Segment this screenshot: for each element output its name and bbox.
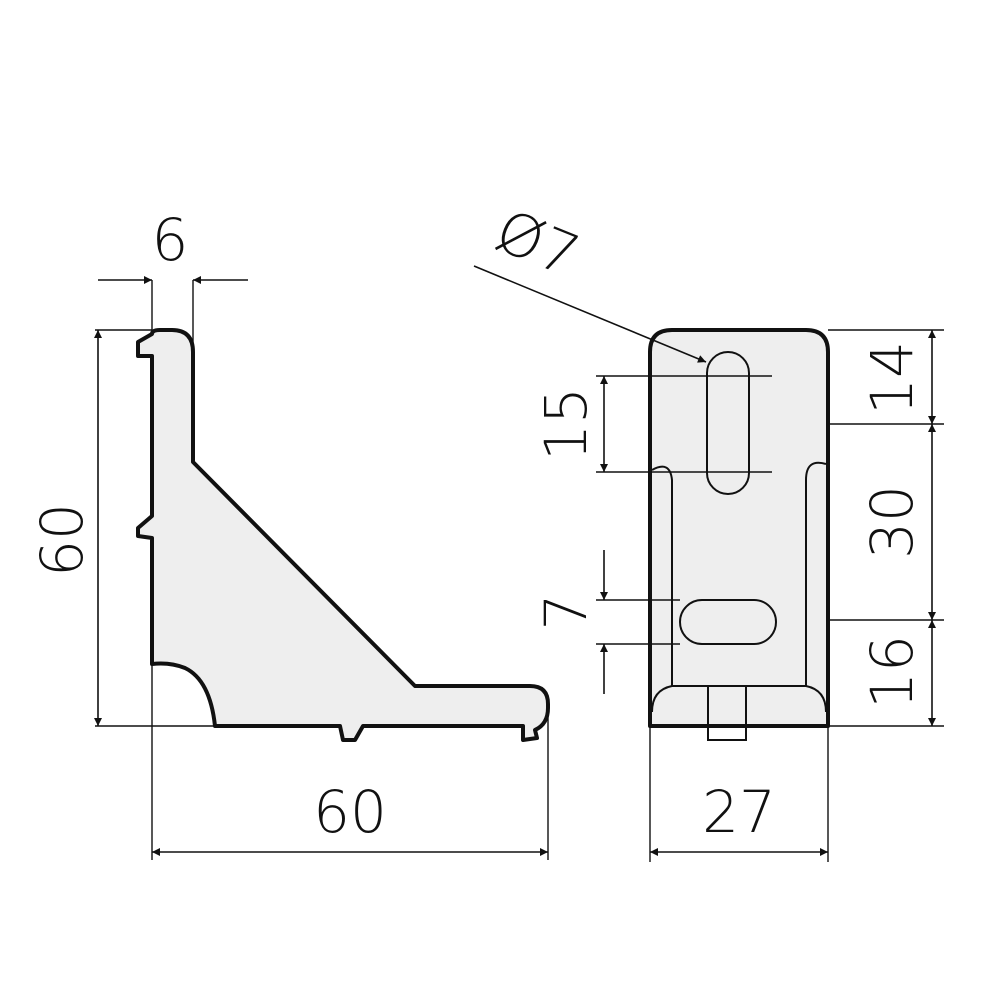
front-view: Ø7 15 7 14 30 16 27 [473, 196, 944, 862]
bracket-front-outline [648, 328, 830, 728]
bottom-tab [707, 685, 747, 741]
bracket-side-profile [136, 328, 550, 742]
side-thickness-label: 6 [152, 206, 189, 274]
hole-spacing-label: 30 [858, 485, 926, 559]
slot-length-label: 15 [532, 387, 600, 461]
bottom-offset-label: 16 [858, 635, 926, 709]
slot-width-label: 7 [532, 594, 600, 631]
side-height-label: 60 [28, 503, 96, 577]
side-view: 6 60 60 [28, 206, 550, 860]
horizontal-slot [679, 599, 777, 645]
front-width-label: 27 [702, 778, 776, 846]
left-rib [651, 465, 673, 686]
side-width-label: 60 [313, 778, 387, 846]
hole-diameter-label: Ø7 [486, 196, 588, 290]
vertical-slot [706, 351, 750, 495]
right-rib [805, 461, 827, 686]
top-offset-label: 14 [858, 341, 926, 415]
